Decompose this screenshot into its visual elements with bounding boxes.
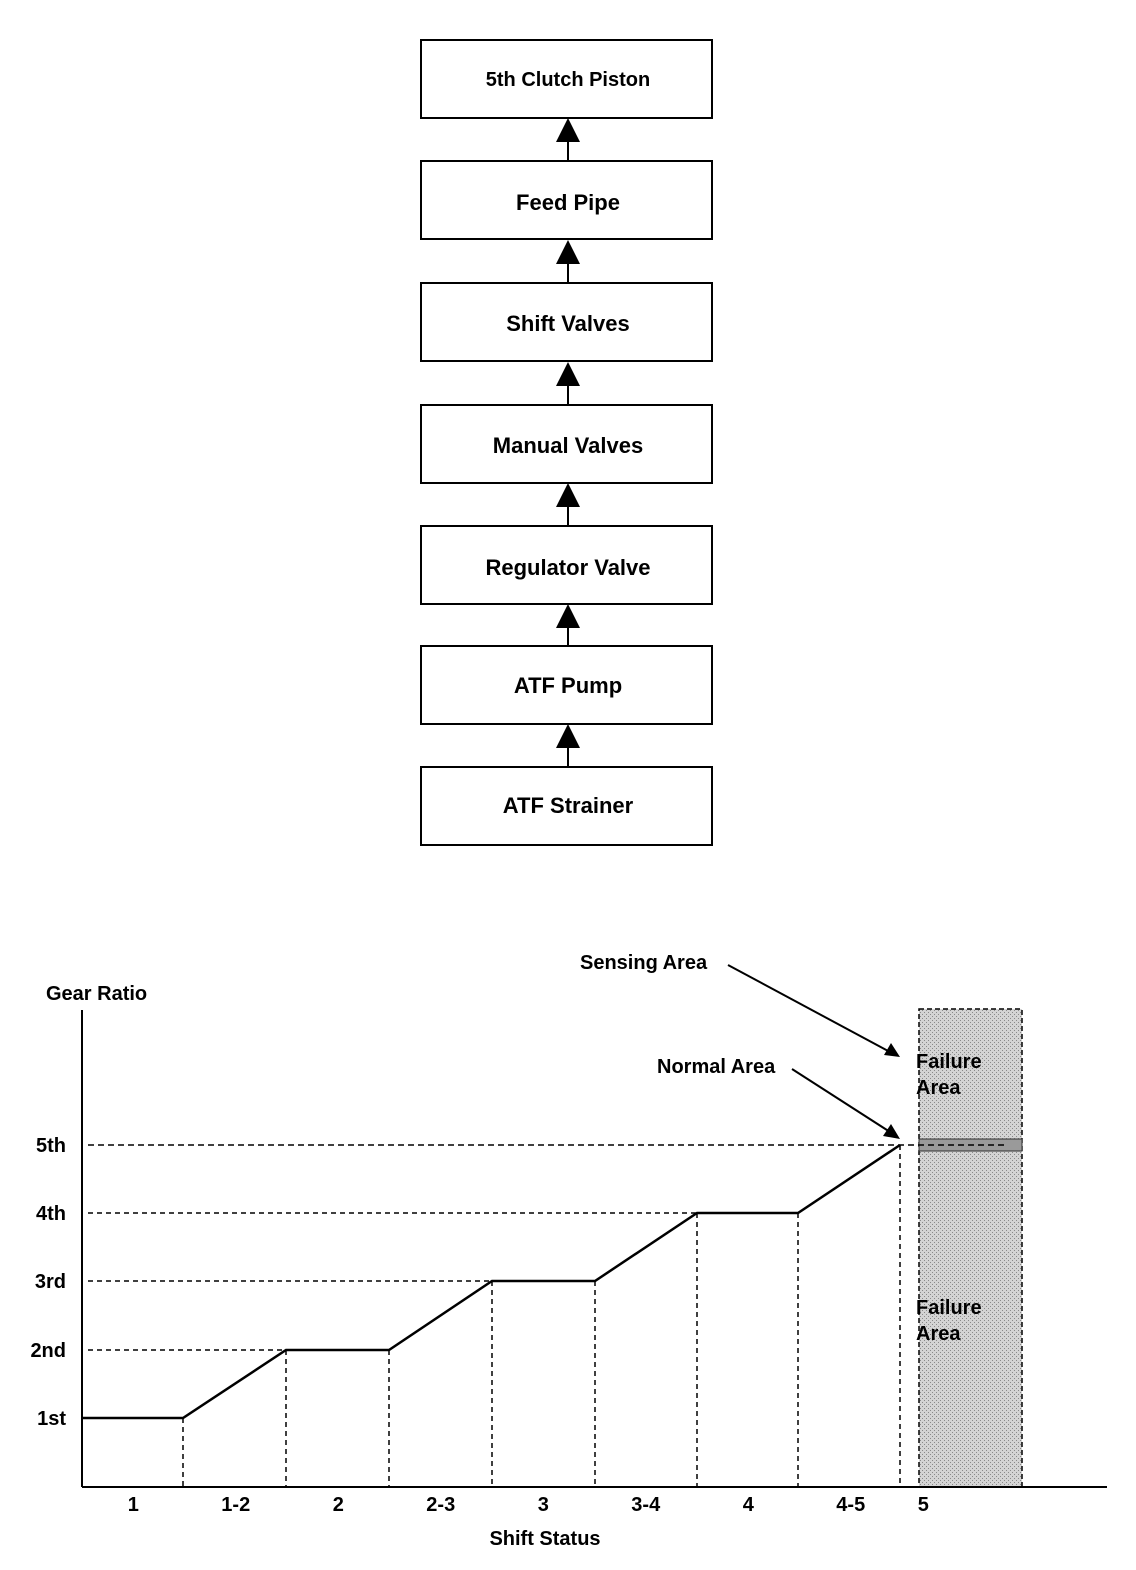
x-tick-label: 5 — [918, 1494, 929, 1516]
x-tick-label: 2 — [333, 1494, 344, 1516]
flow-box-label: Feed Pipe — [516, 190, 620, 215]
normal-area-arrow — [791, 1068, 900, 1139]
x-tick-label: 1 — [128, 1494, 139, 1516]
y-tick-label: 4th — [36, 1203, 66, 1225]
y-tick-label: 3rd — [35, 1271, 66, 1293]
flow-arrow — [556, 118, 580, 161]
x-tick-label: 4 — [743, 1494, 755, 1516]
x-tick-label: 4-5 — [836, 1494, 865, 1516]
flow-diagram: 5th Clutch Piston Feed Pipe Shift Valves… — [420, 39, 713, 846]
x-axis-title: Shift Status — [489, 1528, 600, 1550]
flow-box-feed-pipe: Feed Pipe — [420, 160, 713, 240]
failure-area-upper-label: Failure — [916, 1051, 982, 1073]
normal-area-label: Normal Area — [657, 1056, 776, 1078]
y-tick-label: 1st — [37, 1408, 66, 1430]
failure-region-layer — [918, 1008, 1023, 1488]
flow-box-label: Manual Valves — [493, 433, 643, 458]
gear-ratio-line — [82, 1143, 901, 1420]
flow-box-label: Regulator Valve — [485, 555, 650, 580]
sensing-area-arrow — [727, 964, 900, 1057]
flow-box-regulator-valve: Regulator Valve — [420, 525, 713, 605]
labels-layer: 1st 2nd 3rd 4th 5th 1 1-2 2 2-3 3 3-4 4 4-5 5 — [30, 1135, 928, 1516]
flow-box-clutch-piston: 5th Clutch Piston — [420, 39, 713, 119]
failure-region — [918, 1008, 1023, 1488]
guides-layer — [88, 1144, 1005, 1487]
flow-box-label: 5th Clutch Piston — [486, 69, 650, 91]
flow-arrow — [556, 483, 580, 526]
flow-box-atf-strainer: ATF Strainer — [420, 766, 713, 846]
axes-layer — [81, 1010, 1107, 1488]
flow-box-label: ATF Pump — [514, 673, 622, 698]
flow-arrow — [556, 362, 580, 405]
x-tick-label: 2-3 — [426, 1494, 455, 1516]
x-tick-label: 1-2 — [221, 1494, 250, 1516]
y-axis-title: Gear Ratio — [46, 983, 147, 1005]
flow-box-atf-pump: ATF Pump — [420, 645, 713, 725]
flow-arrow — [556, 724, 580, 767]
y-tick-label: 5th — [36, 1135, 66, 1157]
flow-arrow — [556, 240, 580, 283]
failure-area-lower-label: Failure — [916, 1297, 982, 1319]
failure-area-upper-label: Area — [916, 1077, 961, 1099]
y-tick-label: 2nd — [30, 1340, 66, 1362]
x-tick-label: 3 — [538, 1494, 549, 1516]
line-layer — [82, 1143, 901, 1420]
failure-area-lower-label: Area — [916, 1323, 961, 1345]
x-tick-label: 3-4 — [631, 1494, 661, 1516]
flow-box-manual-valves: Manual Valves — [420, 404, 713, 484]
flow-box-label: Shift Valves — [506, 311, 630, 336]
flow-box-shift-valves: Shift Valves — [420, 282, 713, 362]
sensing-area-label: Sensing Area — [580, 952, 708, 974]
flow-box-label: ATF Strainer — [503, 793, 634, 818]
flow-arrow — [556, 604, 580, 646]
